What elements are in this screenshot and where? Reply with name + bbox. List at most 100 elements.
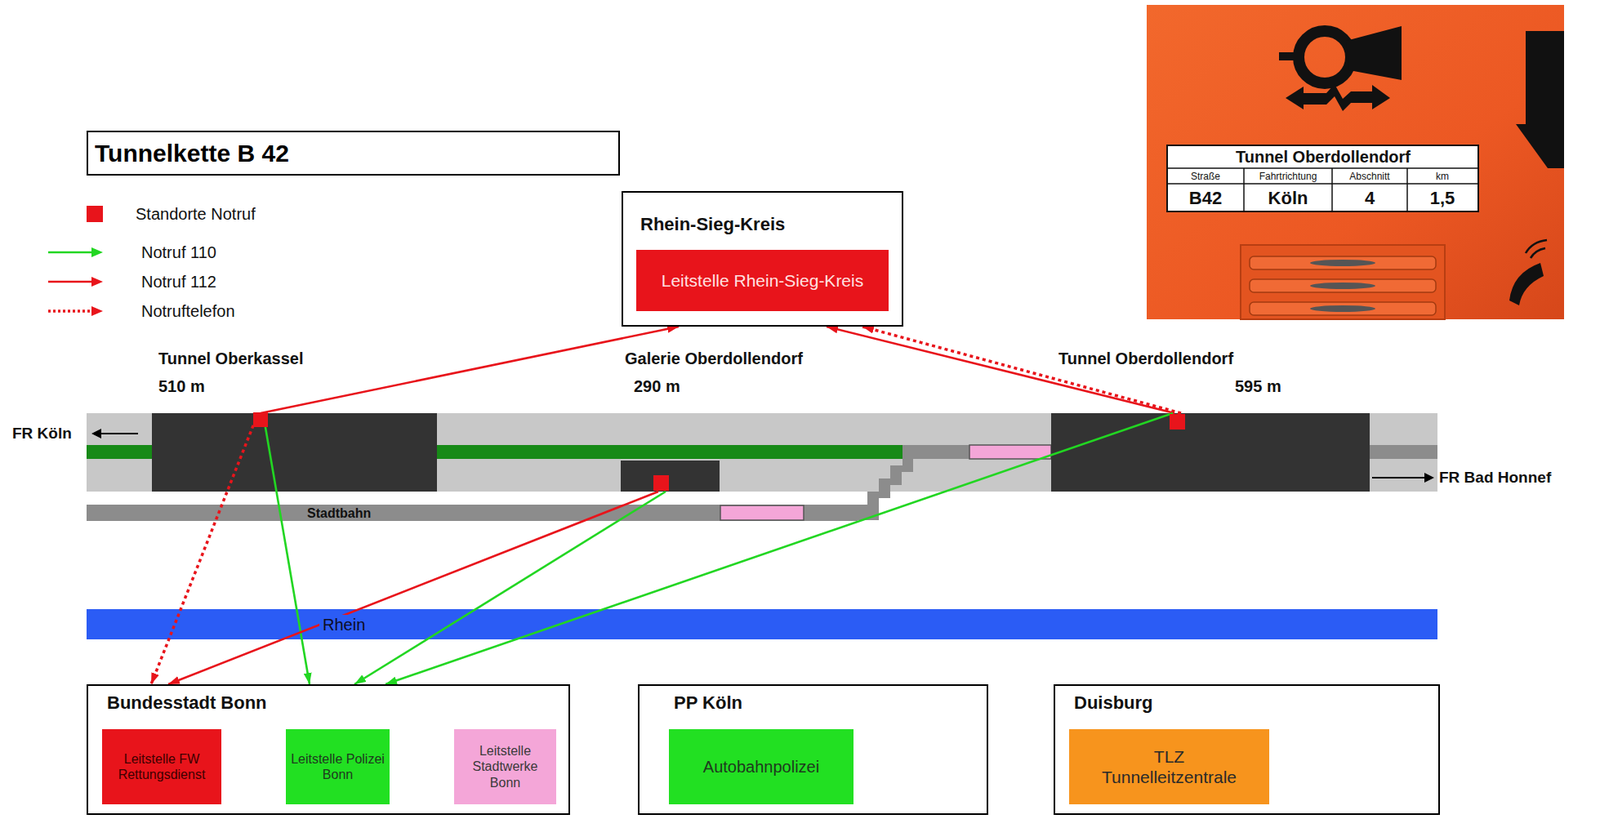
legend-item: Notruf 112 xyxy=(0,269,344,295)
sign-header: Straße xyxy=(1190,170,1221,183)
label-holder: 1,5 xyxy=(1430,187,1456,210)
emergency-point xyxy=(653,475,669,491)
legend-line-sample xyxy=(0,240,115,265)
direction-arrow-line xyxy=(1372,476,1427,479)
label-holder: Stadtbahn xyxy=(303,504,375,522)
legend-arrowhead xyxy=(91,247,103,258)
sign-plate xyxy=(1167,145,1479,212)
emergency-points xyxy=(253,412,1186,491)
legend-line xyxy=(48,280,94,284)
panel-heading: PP Köln xyxy=(673,692,743,714)
vent-chain xyxy=(1310,305,1376,312)
vent-slat xyxy=(1249,302,1436,316)
legend-line-sample xyxy=(0,298,115,324)
label-holder: Köln xyxy=(1268,187,1309,210)
tunnel: Tunnel Oberdollendorf595 m xyxy=(1051,413,1370,492)
label-holder: 595 m xyxy=(1234,376,1282,397)
legend-text: Notruftelefon xyxy=(141,301,236,321)
emergency-point xyxy=(1169,414,1186,430)
tram-band-shape xyxy=(86,504,858,522)
phone-icon-waves xyxy=(1525,240,1547,259)
sign-title: Tunnel Oberdollendorf xyxy=(1235,147,1411,167)
river-band: Rhein xyxy=(86,609,1438,640)
label-holder: km xyxy=(1435,170,1449,183)
sign-rule xyxy=(1406,168,1409,212)
direction-label: FR Köln xyxy=(12,424,72,444)
control-centre-box: TLZ Tunnelleitzentrale xyxy=(1069,729,1270,805)
sign-header: km xyxy=(1435,170,1449,183)
control-centre-box: Autobahnpolizei xyxy=(668,729,854,805)
emergency-phone-line xyxy=(151,413,259,685)
police-call-line xyxy=(354,491,666,685)
label-holder: B42 xyxy=(1189,187,1222,210)
tunnel: Tunnel Oberkassel510 m xyxy=(151,413,437,492)
length-label: 595 m xyxy=(1234,376,1282,397)
authority-panel: Bundesstadt BonnLeitstelle FW Rettungsdi… xyxy=(86,684,571,816)
staircase xyxy=(857,445,924,521)
authority-panel: DuisburgTLZ Tunnelleitzentrale xyxy=(1053,684,1440,816)
gallery: Galerie Oberdollendorf290 m xyxy=(620,460,720,492)
legend-text: Notruf 112 xyxy=(141,271,217,292)
vent-slat xyxy=(1249,256,1436,270)
emergency-phone-line xyxy=(862,326,1182,414)
stadtwerke-marker xyxy=(720,505,804,521)
post-horn-ring xyxy=(1298,31,1351,84)
label-holder: 510 m xyxy=(158,376,206,397)
phone-icon xyxy=(1509,262,1544,306)
direction-arrowhead xyxy=(1424,472,1435,483)
fire-call-line xyxy=(826,326,1175,414)
direction-arrow-line xyxy=(99,432,139,435)
phone-box-photo xyxy=(1146,4,1565,320)
legend-item: Notruftelefon xyxy=(0,298,344,324)
authority-panel: PP KölnAutobahnpolizei xyxy=(637,684,989,816)
panel-heading: Bundesstadt Bonn xyxy=(106,692,268,714)
legend-item: Notruf 110 xyxy=(0,240,344,265)
panel-heading: Rhein-Sieg-Kreis xyxy=(640,213,785,236)
band-label: Rhein xyxy=(319,615,369,635)
tram-band: Stadtbahn xyxy=(86,504,858,522)
box-label: TLZ Tunnelleitzentrale xyxy=(1087,746,1252,788)
structure-name: Tunnel Oberdollendorf xyxy=(1058,348,1234,369)
direction-label: FR Bad Honnef xyxy=(1439,468,1551,488)
title-box: Tunnelkette B 42 xyxy=(86,130,620,176)
label-holder: Fahrtrichtung xyxy=(1259,170,1318,183)
box-label: Leitstelle Polizei Bonn xyxy=(290,751,385,783)
fire-call-line xyxy=(168,491,659,685)
vent-grille xyxy=(1240,245,1445,320)
label-holder: Tunnel Oberdollendorf xyxy=(1058,348,1234,369)
legend-swatch xyxy=(86,205,103,223)
stadtwerke-marker xyxy=(969,445,1052,460)
road-band xyxy=(86,413,1438,492)
legend-line-sample xyxy=(0,269,115,295)
panel-heading: Duisburg xyxy=(1074,692,1154,714)
control-centre-box: Leitstelle Polizei Bonn xyxy=(285,729,390,805)
legend-line xyxy=(48,309,94,313)
edge-layer xyxy=(151,326,1182,685)
length-label: 510 m xyxy=(158,376,206,397)
sign-value: 4 xyxy=(1364,187,1375,210)
vent-chain xyxy=(1310,259,1376,267)
label-holder: Tunnel Oberdollendorf xyxy=(1235,147,1411,167)
legend-text: Standorte Notruf xyxy=(135,204,256,224)
photo-background xyxy=(1146,4,1565,320)
structure-name: Tunnel Oberkassel xyxy=(158,348,304,369)
box-label: Autobahnpolizei xyxy=(703,757,820,777)
sign-rule xyxy=(1331,168,1333,212)
river-band-shape xyxy=(86,609,1438,640)
authority-panel: Rhein-Sieg-KreisLeitstelle Rhein-Sieg-Kr… xyxy=(621,191,904,327)
control-centre-box: Leitstelle Stadtwerke Bonn xyxy=(454,729,557,805)
sign-value: 1,5 xyxy=(1430,187,1456,210)
police-call-line xyxy=(385,413,1173,685)
box-label: Leitstelle FW Rettungsdienst xyxy=(106,751,217,783)
post-horn-mouthpiece xyxy=(1279,52,1301,61)
sign-rule xyxy=(1167,182,1479,185)
tunnel-shape xyxy=(1051,413,1370,492)
sign-header: Fahrtrichtung xyxy=(1259,170,1318,183)
label-holder: Straße xyxy=(1190,170,1221,183)
legend-arrowhead xyxy=(91,276,103,287)
sign-header: Abschnitt xyxy=(1349,170,1390,183)
label-holder: 290 m xyxy=(633,376,681,397)
label-holder: 4 xyxy=(1364,187,1375,210)
label-holder: Tunnel Oberkassel xyxy=(158,348,304,369)
legend-arrowhead xyxy=(91,306,103,317)
